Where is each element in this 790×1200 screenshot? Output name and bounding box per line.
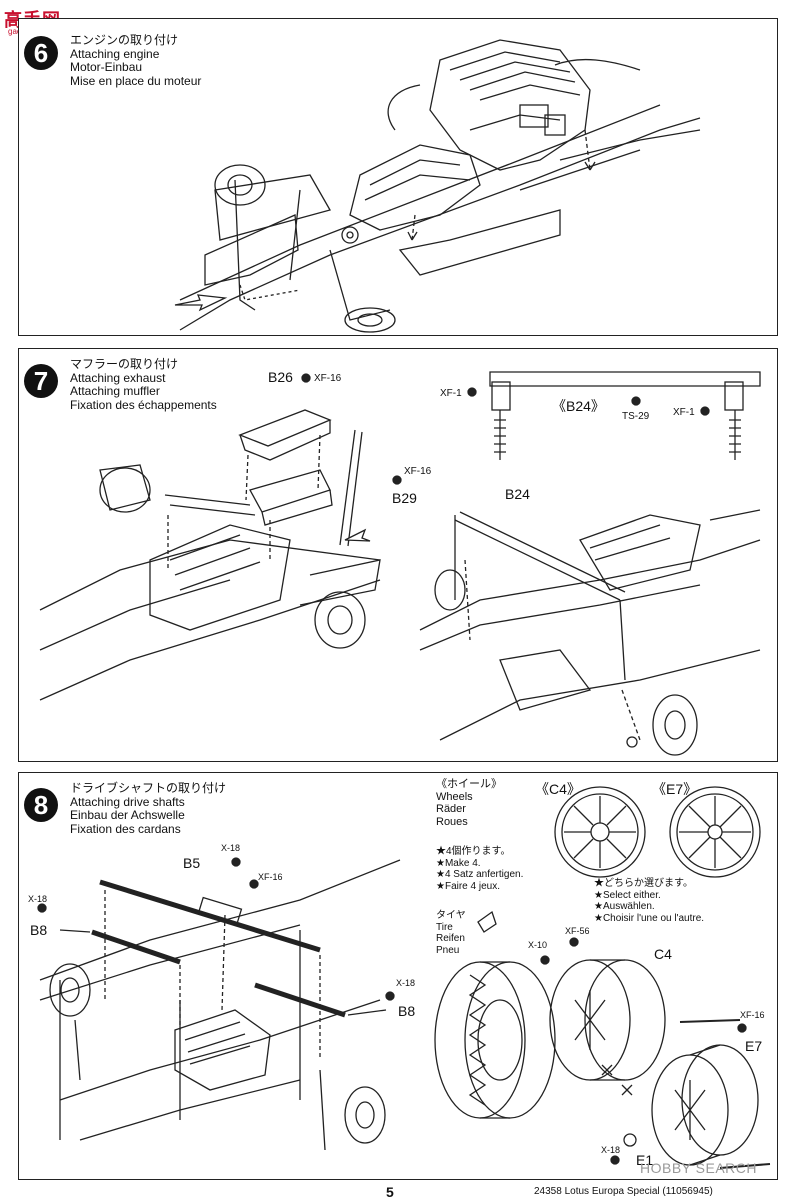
- step-7-number: 7: [24, 364, 58, 398]
- step-6-title-en: Attaching engine: [70, 46, 160, 61]
- step-7-title-en1: Attaching exhaust: [70, 370, 166, 385]
- wheels-heading-fr: Roues: [436, 815, 468, 828]
- label-e7: E7: [745, 1038, 763, 1054]
- step-8-title-fr: Fixation des cardans: [70, 821, 181, 836]
- label-xf16-step8: XF-16: [258, 872, 283, 882]
- step-8-panel: [18, 772, 778, 1180]
- label-b29: B29: [392, 490, 417, 506]
- label-xf16-a: XF-16: [314, 373, 342, 384]
- label-e1: E1: [636, 1152, 654, 1168]
- label-b8-left: B8: [30, 922, 48, 938]
- make-4-jp: ★4個作ります。: [436, 846, 511, 857]
- label-b8-right: B8: [398, 1003, 416, 1019]
- step-7-title: マフラーの取り付け Attaching exhaust Attaching mu…: [70, 357, 217, 412]
- step-8-title-jp: ドライブシャフトの取り付け: [70, 781, 227, 795]
- page-number: 5: [386, 1184, 394, 1200]
- step-6-panel: [18, 18, 778, 336]
- footer-product: 24358 Lotus Europa Special (11056945): [534, 1186, 713, 1197]
- label-e7-bracket: 《E7》: [652, 781, 698, 797]
- select-either-fr: ★Choisir l'une ou l'autre.: [594, 912, 705, 924]
- label-xf16-b: XF-16: [404, 466, 432, 477]
- make-4-fr: ★Faire 4 jeux.: [436, 880, 500, 892]
- label-xf1-left: XF-1: [440, 388, 462, 399]
- watermark-hobby-search: HOBBY SEARCH: [640, 1160, 757, 1176]
- make-4-de: ★4 Satz anfertigen.: [436, 869, 524, 880]
- tire-label-jp: タイヤ: [436, 910, 466, 921]
- step-6-title: エンジンの取り付け Attaching engine Motor-Einbau …: [70, 33, 202, 88]
- label-b26: B26: [268, 369, 293, 385]
- tire-label-en: Tire: [436, 921, 453, 933]
- label-x18-c: X-18: [396, 978, 416, 988]
- tire-label-fr: Pneu: [436, 944, 460, 956]
- make-4-note: ★4個作ります。 ★Make 4. ★4 Satz anfertigen. ★F…: [436, 846, 523, 892]
- step-7-title-fr: Fixation des échappements: [70, 397, 217, 412]
- label-c4-bracket: 《C4》: [535, 781, 581, 797]
- label-x18-b: X-18: [28, 894, 48, 904]
- step-8-title: ドライブシャフトの取り付け Attaching drive shafts Ein…: [70, 781, 227, 836]
- select-either-jp: ★どちらか選びます。: [594, 878, 693, 889]
- tire-label-de: Reifen: [436, 933, 465, 944]
- step-6-number: 6: [24, 36, 58, 70]
- make-4-en: ★Make 4.: [436, 857, 481, 869]
- wheels-heading-en: Wheels: [436, 790, 473, 803]
- label-ts29: TS-29: [622, 411, 650, 422]
- label-c4: C4: [654, 946, 672, 962]
- step-8-number: 8: [24, 788, 58, 822]
- label-xf56: XF-56: [565, 926, 590, 936]
- select-either-note: ★どちらか選びます。 ★Select either. ★Auswählen. ★…: [594, 878, 704, 924]
- step-6-title-de: Motor-Einbau: [70, 60, 143, 74]
- step-8-title-en: Attaching drive shafts: [70, 794, 185, 809]
- label-b24: B24: [505, 486, 530, 502]
- wheels-heading-jp: 《ホイール》: [436, 778, 502, 790]
- step-8-title-de: Einbau der Achswelle: [70, 808, 185, 822]
- step-7-panel: [18, 348, 778, 762]
- step-7-title-en2: Attaching muffler: [70, 384, 160, 398]
- label-b24-bracket: 《B24》: [552, 398, 605, 414]
- step-7-title-jp: マフラーの取り付け: [70, 357, 179, 371]
- step-6-title-fr: Mise en place du moteur: [70, 73, 202, 88]
- tire-label: タイヤ Tire Reifen Pneu: [436, 910, 466, 956]
- wheels-heading-de: Räder: [436, 803, 466, 815]
- label-xf1-right: XF-1: [673, 407, 695, 418]
- label-x18-a: X-18: [221, 843, 241, 853]
- label-x10: X-10: [528, 940, 548, 950]
- select-either-de: ★Auswählen.: [594, 901, 655, 912]
- label-xf16-wheel: XF-16: [740, 1010, 765, 1020]
- label-x18-wheel: X-18: [601, 1145, 621, 1155]
- wheels-heading: 《ホイール》 Wheels Räder Roues: [436, 778, 502, 828]
- label-b5: B5: [183, 855, 201, 871]
- step-6-title-jp: エンジンの取り付け: [70, 33, 179, 47]
- select-either-en: ★Select either.: [594, 889, 661, 901]
